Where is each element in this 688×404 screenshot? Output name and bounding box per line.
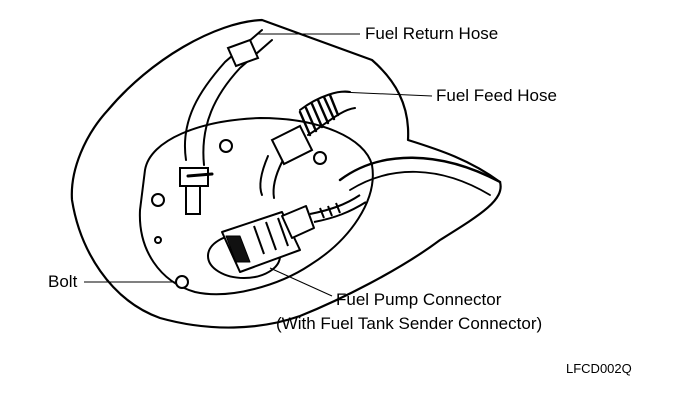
bolt-head <box>151 193 165 207</box>
label-fuel-feed-hose: Fuel Feed Hose <box>436 86 557 105</box>
leader-connector <box>269 267 333 297</box>
fuel-feed-hose <box>259 90 356 199</box>
bolt-head <box>313 151 327 165</box>
bolts <box>151 139 327 289</box>
bolt-head <box>175 275 189 289</box>
bolt-hole <box>154 236 162 244</box>
figure-code: LFCD002Q <box>566 361 632 376</box>
bolt-head <box>219 139 233 153</box>
cover-band-inner <box>349 170 491 196</box>
fuel-pump-connector <box>207 194 367 279</box>
leader-lines <box>84 33 433 297</box>
cover-band <box>338 156 502 184</box>
label-bolt: Bolt <box>48 272 78 291</box>
fuel-return-hose <box>179 29 273 215</box>
label-fuel-return-hose: Fuel Return Hose <box>365 24 499 43</box>
tank-panel-outline <box>70 18 502 329</box>
label-fuel-pump-connector: Fuel Pump Connector <box>336 290 502 309</box>
label-fuel-tank-sender: (With Fuel Tank Sender Connector) <box>276 314 543 333</box>
leader-feed-hose <box>339 91 433 97</box>
